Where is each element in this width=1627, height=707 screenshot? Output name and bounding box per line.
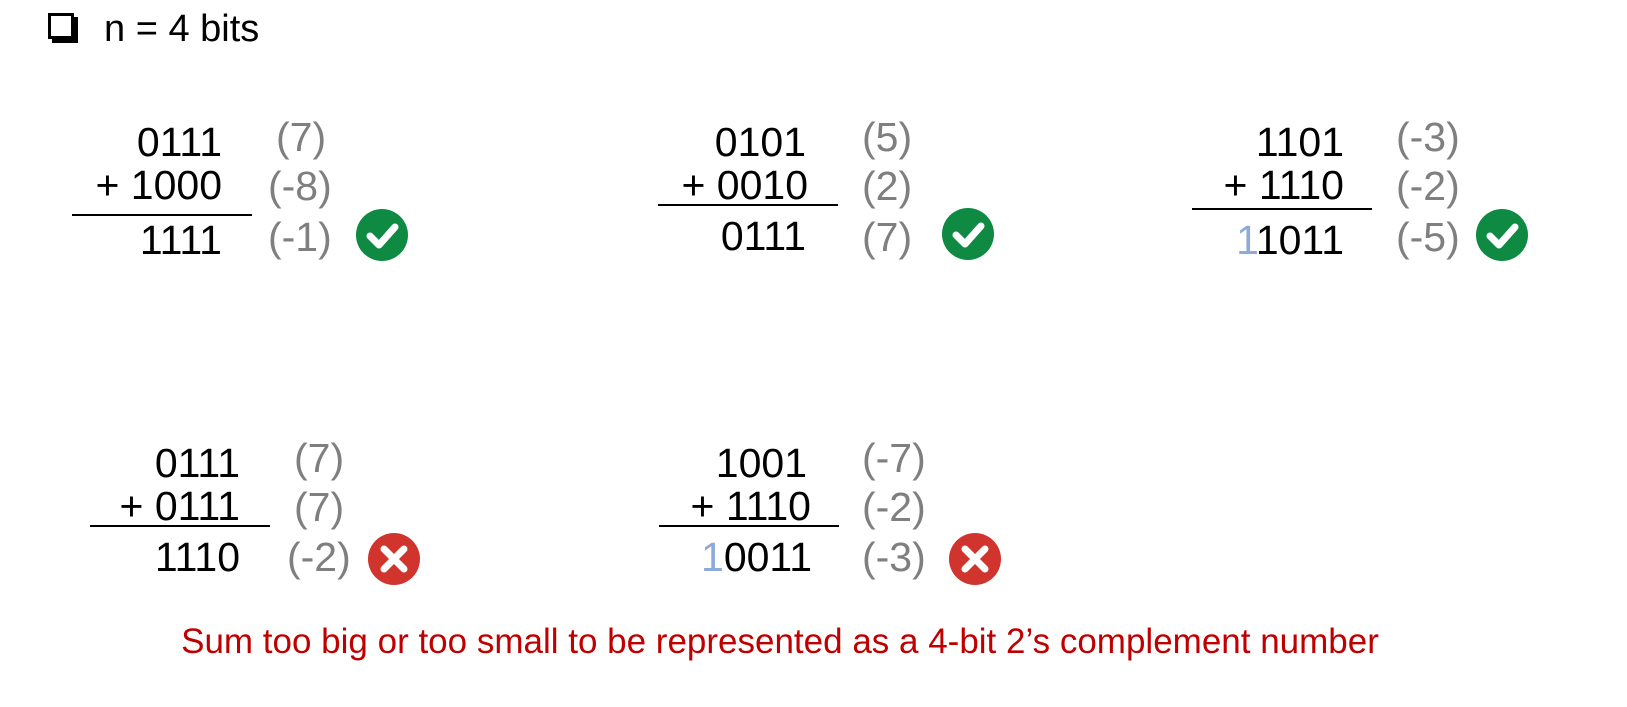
addition-problem: 0101 + 0010 0111 <box>658 122 838 262</box>
sum: 1110 <box>155 537 240 578</box>
addition-problem: 1001 + 1110 10011 <box>659 443 839 583</box>
operand-b: + 1000 <box>95 162 222 208</box>
operand-a: 0111 <box>154 440 240 486</box>
sum-line <box>1192 208 1372 210</box>
sum-value: (-5) <box>1396 214 1460 260</box>
sum-value: (-3) <box>862 534 926 580</box>
sum: 10011 <box>701 537 812 578</box>
operand-a-value: (-3) <box>1396 114 1460 160</box>
carry-bit: 1 <box>1236 217 1256 263</box>
checkbox-icon <box>48 13 74 39</box>
operand-a: 1101 <box>1255 119 1344 165</box>
operand-a-value: (5) <box>862 114 913 160</box>
close-icon <box>368 533 420 585</box>
operand-b: + 1110 <box>690 483 811 529</box>
sum-line <box>90 525 270 527</box>
operand-b: + 0010 <box>681 162 808 208</box>
sum-bits: 0011 <box>723 534 812 580</box>
sum-bits: 1110 <box>154 534 240 580</box>
sum-value: (-1) <box>268 214 332 260</box>
sum-value: (7) <box>862 214 913 260</box>
sum-bits: 1011 <box>1255 217 1344 263</box>
operand-a: 0101 <box>714 119 806 165</box>
sum: 0111 <box>721 216 806 257</box>
operand-b-value: (-2) <box>862 484 926 530</box>
sum-bits: 1111 <box>139 217 222 263</box>
sum-value: (-2) <box>287 534 351 580</box>
carry-bit: 1 <box>701 534 724 580</box>
addition-problem: 1101 + 1110 11011 <box>1192 122 1372 262</box>
operand-a: 0111 <box>136 119 222 165</box>
operand-b-value: (-2) <box>1396 163 1460 209</box>
operand-a-value: (7) <box>294 435 345 481</box>
sum-bits: 0111 <box>720 213 806 259</box>
check-icon <box>1476 209 1528 261</box>
close-icon <box>949 533 1001 585</box>
overflow-note: Sum too big or too small to be represent… <box>181 622 1379 661</box>
sum-line <box>658 204 838 206</box>
sum: 11011 <box>1236 220 1344 261</box>
operand-b-value: (7) <box>294 484 345 530</box>
check-icon <box>942 208 994 260</box>
sum-line <box>72 214 252 216</box>
addition-problem: 0111 + 0111 1110 <box>90 443 270 583</box>
operand-a-value: (7) <box>276 114 327 160</box>
sum-line <box>659 525 839 527</box>
addition-problem: 0111 + 1000 1111 <box>72 122 252 262</box>
operand-b-value: (2) <box>862 163 913 209</box>
operand-b-value: (-8) <box>268 163 332 209</box>
operand-a: 1001 <box>715 440 807 486</box>
header: n = 4 bits <box>48 4 259 54</box>
sum: 1111 <box>140 220 222 261</box>
header-text: n = 4 bits <box>104 7 260 50</box>
operand-b: + 1110 <box>1223 162 1344 208</box>
check-icon <box>356 209 408 261</box>
operand-a-value: (-7) <box>862 435 926 481</box>
operand-b: + 0111 <box>119 483 240 529</box>
